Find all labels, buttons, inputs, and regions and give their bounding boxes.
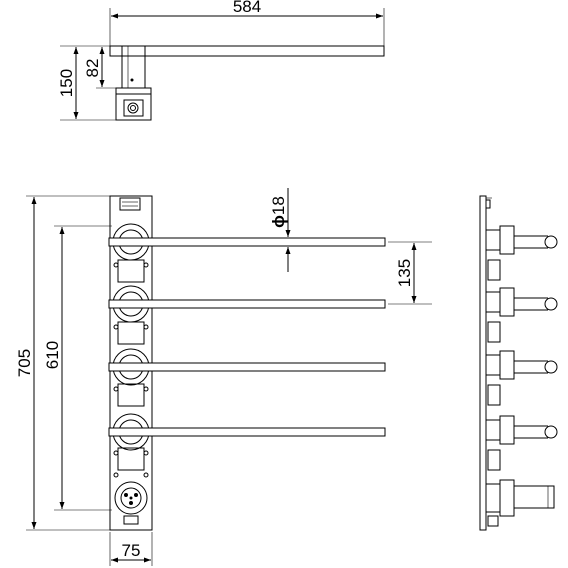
top-arm xyxy=(109,45,385,57)
side-arm-1 xyxy=(485,225,558,281)
side-connector xyxy=(485,479,555,527)
pivot-span-dimension-label: 610 xyxy=(43,341,62,369)
front-view: ϕ18 135 705 610 75 xyxy=(15,188,432,566)
arm-4 xyxy=(108,413,386,451)
bottom-connector xyxy=(114,481,148,525)
arm-spacing-dimension-label: 135 xyxy=(395,259,414,287)
side-arm-4 xyxy=(485,415,558,471)
top-bracket xyxy=(119,197,141,211)
base-width-dimension-label: 75 xyxy=(122,541,141,560)
arm-1 xyxy=(108,223,386,261)
top-height-dimension-label: 150 xyxy=(57,69,76,97)
side-arm-2 xyxy=(485,287,558,343)
width-dimension-label: 584 xyxy=(233,0,261,16)
diameter-symbol: ϕ xyxy=(269,215,288,228)
side-view xyxy=(479,195,558,531)
diameter-label: ϕ18 xyxy=(269,196,288,228)
side-arm-3 xyxy=(485,350,558,406)
side-backplate xyxy=(479,195,487,531)
top-body xyxy=(121,45,146,89)
arm-height-dimension-label: 82 xyxy=(83,59,102,78)
mount-holes xyxy=(113,262,149,478)
arm-3 xyxy=(108,348,386,386)
arm-2 xyxy=(108,285,386,323)
diameter-value: 18 xyxy=(269,196,288,215)
total-height-dimension-label: 705 xyxy=(15,349,34,377)
top-view: 584 150 82 xyxy=(57,0,385,121)
